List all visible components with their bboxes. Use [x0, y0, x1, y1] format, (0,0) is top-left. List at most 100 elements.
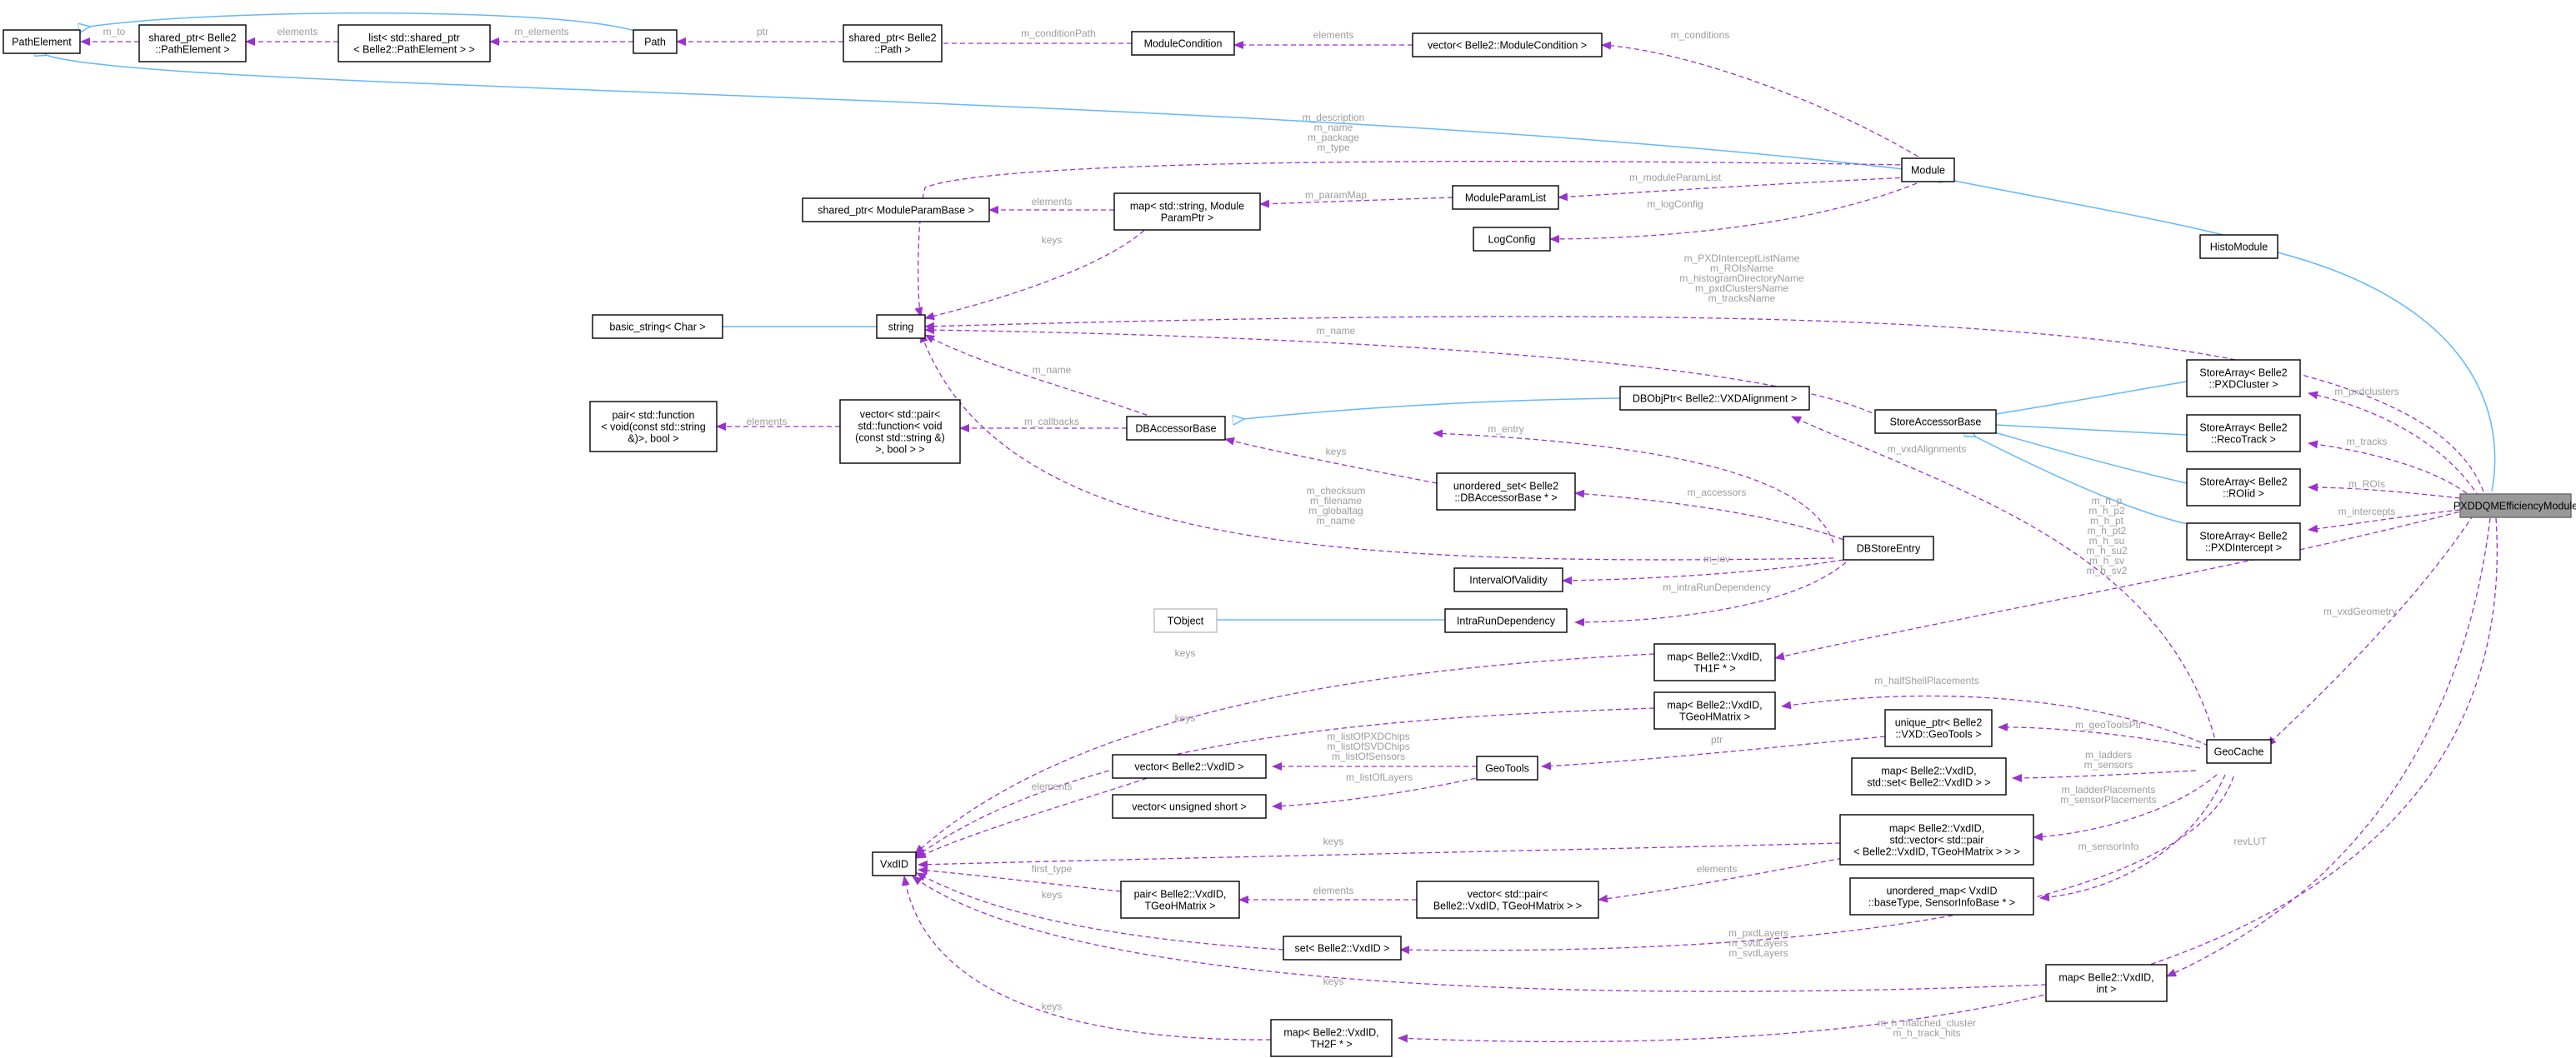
node-dbstoreentry[interactable]: DBStoreEntry [1843, 536, 1934, 561]
node-label-line: map< Belle2::VxdID, [1667, 700, 1762, 711]
edge-label-line: m_histogramDirectoryName [1679, 272, 1804, 284]
node-tobject[interactable]: TObject [1153, 608, 1218, 633]
node-geocache[interactable]: GeoCache [2206, 739, 2272, 764]
node-label-line: Module [1911, 165, 1945, 177]
node-pathelement[interactable]: PathElement [3, 29, 81, 54]
edge-geocache-to-uptr [1998, 722, 2201, 749]
node-label-line: ModuleCondition [1144, 38, 1223, 50]
node-box [1112, 754, 1267, 779]
node-basic-string[interactable]: basic_string< Char > [592, 314, 723, 339]
node-map-vxdid-set[interactable]: map< Belle2::VxdID,std::set< Belle2::Vxd… [1851, 757, 2007, 796]
node-geotools[interactable]: GeoTools [1476, 756, 1538, 781]
edge-label-line: keys [1175, 647, 1196, 659]
edge-label-line: m_tracksName [1708, 292, 1776, 304]
node-pxddqmefficiencymodule[interactable]: PXDDQMEfficiencyModule [2453, 493, 2576, 518]
edge-geocache-to-dbobjptr [1791, 416, 2218, 746]
node-pair-function[interactable]: pair< std::function< void(const std::str… [589, 401, 718, 452]
node-label-line: TObject [1168, 616, 1204, 627]
node-box [1453, 567, 1563, 592]
node-moduleparamlist[interactable]: ModuleParamList [1452, 185, 1559, 210]
edge-label: m_sensorInfo [2078, 841, 2139, 852]
node-label-line: map< Belle2::VxdID, [1881, 766, 1976, 777]
node-box [839, 399, 961, 464]
edge-label-line: m_paramMap [1305, 189, 1367, 201]
edge-pxd-to-map-th1f [1774, 509, 2468, 661]
node-unique-ptr-geotools[interactable]: unique_ptr< Belle2::VXD::GeoTools > [1884, 709, 1993, 747]
node-logconfig[interactable]: LogConfig [1473, 227, 1551, 252]
node-storeaccessorbase[interactable]: StoreAccessorBase [1874, 409, 1997, 434]
node-storearray-pxdintercept[interactable]: StoreArray< Belle2::PXDIntercept > [2186, 522, 2301, 561]
node-storearray-recotrack[interactable]: StoreArray< Belle2::RecoTrack > [2186, 414, 2301, 452]
node-dbobjptr-vxdalignment[interactable]: DBObjPtr< Belle2::VXDAlignment > [1619, 386, 1810, 411]
edge-label-line: m_package [1308, 132, 1359, 143]
edge-label-line: keys [1042, 1001, 1063, 1012]
node-vector-pair-vxdid-tgeohmatrix[interactable]: vector< std::pair<Belle2::VxdID, TGeoHMa… [1416, 881, 1599, 919]
node-unordered-set-dbaccessorbase[interactable]: unordered_set< Belle2::DBAccessorBase * … [1436, 472, 1576, 511]
edge-label-line: m_checksum [1307, 485, 1366, 497]
node-intrarundependency[interactable]: IntraRunDependency [1444, 608, 1568, 633]
node-dbaccessorbase[interactable]: DBAccessorBase [1126, 416, 1226, 441]
edge-dbobjptr-to-dbaccessorbase [1243, 397, 1621, 419]
node-string[interactable]: string [876, 314, 926, 339]
node-label-line: ::PXDCluster > [2208, 379, 2278, 391]
edge-label-line: m_type [1317, 142, 1350, 153]
node-vector-pair-function[interactable]: vector< std::pair<std::function< void(co… [839, 399, 961, 464]
edge-label-line: ptr [757, 26, 768, 37]
edge-storearray-pxdcluster-to-sab [1996, 381, 2188, 414]
edge-geotools-to-vushort [1272, 774, 1493, 811]
node-histomodule[interactable]: HistoModule [2199, 234, 2278, 259]
node-list-shared-ptr-pathelement[interactable]: list< std::shared_ptr< Belle2::PathEleme… [338, 24, 491, 62]
node-label-line: PathElement [12, 37, 72, 48]
node-box [1452, 185, 1559, 210]
node-shared-ptr-moduleparambase[interactable]: shared_ptr< ModuleParamBase > [802, 197, 990, 222]
node-vxdid[interactable]: VxdID [872, 851, 917, 876]
node-box [876, 314, 926, 339]
edge-label-line: m_name [1314, 122, 1353, 133]
node-label-line: ::DBAccessorBase * > [1454, 492, 1557, 504]
node-label-line: shared_ptr< ModuleParamBase > [818, 205, 974, 217]
edge-mapint-to-vxdid [912, 876, 2047, 992]
edge-label-line: keys [1323, 836, 1344, 847]
node-unordered-map-sensorinfo[interactable]: unordered_map< VxdID::baseType, SensorIn… [1849, 877, 2034, 916]
node-set-vxdid[interactable]: set< Belle2::VxdID > [1283, 936, 1402, 961]
edge-label-line: m_name [1317, 325, 1356, 337]
node-map-vxdid-vector-pair[interactable]: map< Belle2::VxdID,std::vector< std::pai… [1839, 814, 2034, 866]
node-path[interactable]: Path [633, 29, 678, 54]
node-box [2186, 468, 2301, 507]
node-box [843, 24, 943, 62]
node-modulecondition[interactable]: ModuleCondition [1131, 31, 1235, 56]
node-label-line: vector< Belle2::VxdID > [1134, 761, 1243, 773]
node-label-line: unordered_map< VxdID [1886, 886, 1997, 897]
node-label-line: unique_ptr< Belle2 [1895, 717, 1983, 729]
node-map-vxdid-th1f[interactable]: map< Belle2::VxdID,TH1F * > [1653, 643, 1776, 681]
edge-label: elements [1313, 885, 1354, 896]
node-intervalofvalidity[interactable]: IntervalOfValidity [1453, 567, 1563, 592]
node-label-line: &)>, bool > [628, 433, 678, 445]
node-box [1843, 536, 1934, 561]
node-box [1444, 608, 1568, 633]
node-shared-ptr-pathelement[interactable]: shared_ptr< Belle2::PathElement > [138, 24, 247, 62]
node-map-vxdid-tgeohmatrix[interactable]: map< Belle2::VxdID,TGeoHMatrix > [1653, 691, 1776, 730]
edge-label-line: m_description [1303, 112, 1365, 123]
node-vector-vxdid[interactable]: vector< Belle2::VxdID > [1112, 754, 1267, 779]
node-storearray-roiid[interactable]: StoreArray< Belle2::ROIid > [2186, 468, 2301, 507]
node-box [1874, 409, 1997, 434]
node-label-line: shared_ptr< Belle2 [148, 32, 236, 44]
node-module[interactable]: Module [1901, 157, 1955, 182]
node-map-vxdid-th2f[interactable]: map< Belle2::VxdID,TH2F * > [1270, 1019, 1393, 1057]
node-vector-modulecondition[interactable]: vector< Belle2::ModuleCondition > [1412, 32, 1603, 57]
node-map-vxdid-int[interactable]: map< Belle2::VxdID,int > [2045, 964, 2168, 1002]
edge-label: m_logConfig [1647, 198, 1703, 210]
edge-uset-to-dba [1224, 437, 1438, 484]
node-vector-unsigned-short[interactable]: vector< unsigned short > [1112, 794, 1267, 819]
edge-label: m_name [1033, 364, 1072, 376]
edge-dbse-to-intrarun [1574, 561, 1847, 626]
node-pair-vxdid-tgeohmatrix[interactable]: pair< Belle2::VxdID,TGeoHMatrix > [1120, 881, 1240, 919]
node-shared-ptr-path[interactable]: shared_ptr< Belle2::Path > [843, 24, 943, 62]
edge-label-line: m_ROIsName [1710, 262, 1773, 274]
node-label-line: LogConfig [1488, 234, 1536, 246]
node-label-line: shared_ptr< Belle2 [848, 32, 936, 44]
node-storearray-pxdcluster[interactable]: StoreArray< Belle2::PXDCluster > [2186, 359, 2301, 397]
